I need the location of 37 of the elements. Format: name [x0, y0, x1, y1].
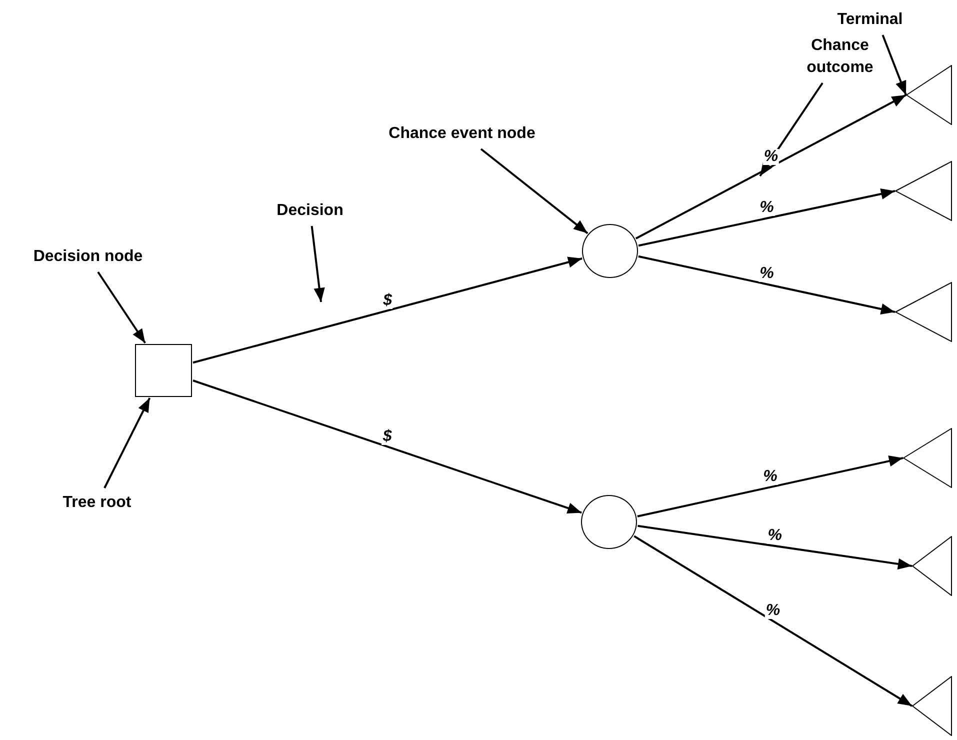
leader-arrow [882, 34, 907, 96]
branch-arrow [635, 94, 906, 240]
terminal-triangle [912, 676, 952, 736]
edge-label: $ [382, 292, 393, 309]
edge-label: % [762, 148, 780, 165]
edge-label: $ [382, 428, 393, 445]
annotation-text: Decision [270, 200, 350, 222]
annotation-text: Tree root [52, 492, 142, 514]
annotation-text: Terminal [830, 9, 910, 31]
branch-arrow [634, 535, 913, 707]
leader-arrow [104, 398, 151, 488]
leader-arrow [97, 271, 146, 344]
branch-arrow [638, 188, 896, 247]
branch-arrow [638, 255, 896, 314]
edge-label: % [758, 200, 775, 216]
decision-square [135, 344, 192, 397]
chance-circle [581, 495, 637, 549]
terminal-triangle [906, 65, 952, 125]
leader-arrow [310, 226, 325, 302]
annotation-text: Chance event node [362, 123, 562, 145]
terminal-triangle [912, 536, 952, 596]
terminal-triangle [895, 282, 952, 342]
edge-label: % [762, 469, 778, 486]
terminal-triangle [895, 161, 952, 221]
branch-arrow [192, 256, 582, 364]
leader-arrow [480, 148, 588, 234]
terminal-triangle [903, 428, 952, 488]
branch-arrow [638, 524, 912, 570]
annotation-text: Chance outcome [792, 35, 888, 79]
branch-arrow [192, 380, 582, 514]
leader-arrow [759, 82, 824, 177]
edge-label: % [764, 603, 782, 620]
annotation-text: Decision node [13, 246, 163, 268]
chance-circle [582, 224, 638, 278]
branch-arrow [637, 456, 904, 518]
edge-label: % [766, 528, 783, 544]
edge-label: % [758, 266, 775, 282]
